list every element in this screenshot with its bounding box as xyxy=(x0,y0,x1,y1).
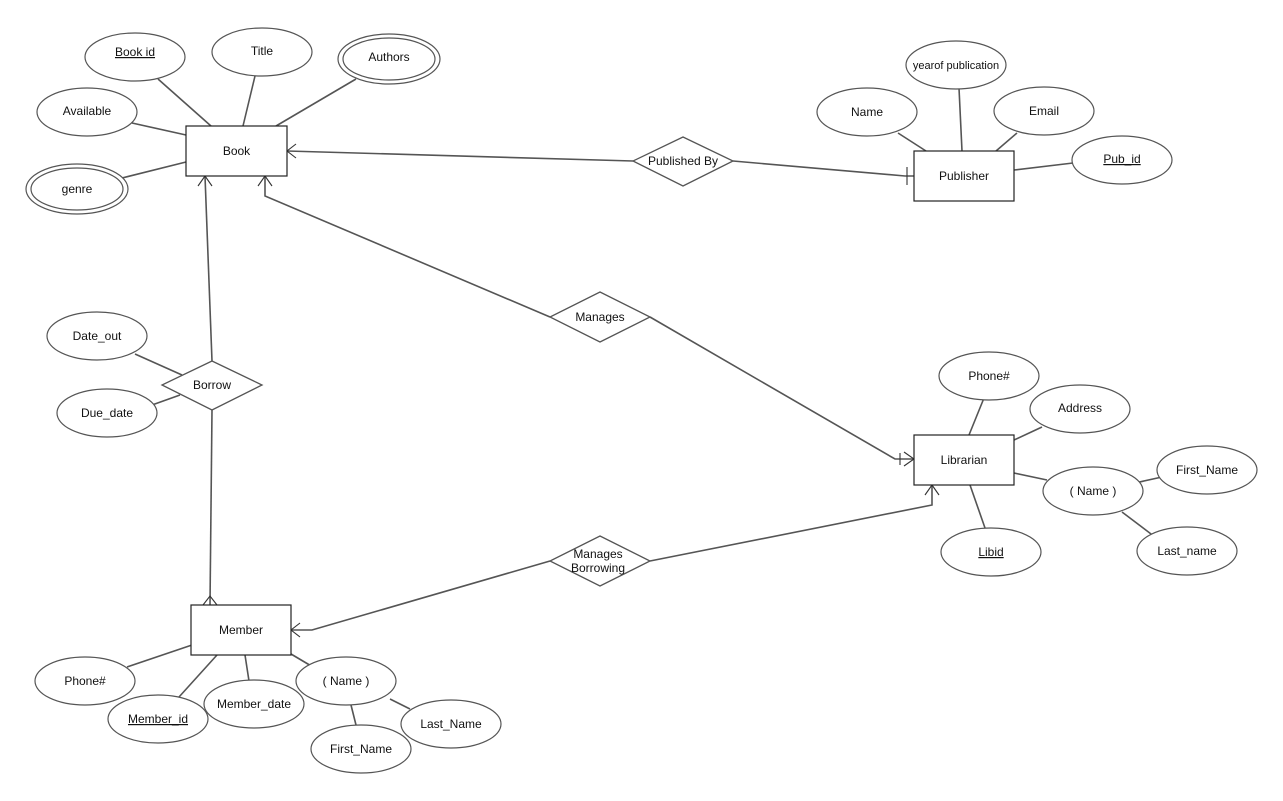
attribute-title[interactable]: Title xyxy=(211,27,313,77)
relationship-manages-borrowing-label-1: Manages xyxy=(573,547,622,561)
attribute-member-first-name-label: First_Name xyxy=(330,742,392,756)
line-publisher-email xyxy=(995,132,1018,152)
attribute-librarian-name[interactable]: ( Name ) xyxy=(1042,466,1144,516)
attribute-genre-label: genre xyxy=(62,182,93,196)
attribute-due-date-label: Due_date xyxy=(81,406,133,420)
attribute-librarian-address-label: Address xyxy=(1058,401,1102,415)
line-managesborrowing-librarian xyxy=(649,485,933,562)
line-libname-last xyxy=(1121,511,1156,538)
line-book-borrow xyxy=(204,175,213,362)
line-member-phone xyxy=(126,644,193,668)
relationship-published-by[interactable]: Published By xyxy=(631,136,735,187)
attribute-year-of-publication-label: yearof publication xyxy=(913,60,999,72)
line-publisher-name xyxy=(897,132,927,152)
entity-member-label: Member xyxy=(219,623,263,637)
line-librarian-libid xyxy=(969,484,986,529)
relationship-manages-label: Manages xyxy=(575,310,624,324)
line-book-bookid xyxy=(157,78,212,127)
attribute-member-phone-label: Phone# xyxy=(64,674,106,688)
line-publishedby-publisher xyxy=(732,160,914,177)
attribute-publisher-name[interactable]: Name xyxy=(816,87,918,137)
attribute-available-label: Available xyxy=(63,104,112,118)
attribute-pub-id-label: Pub_id xyxy=(1103,152,1140,166)
relationship-manages[interactable]: Manages xyxy=(548,291,652,343)
entity-librarian[interactable]: Librarian xyxy=(913,434,1015,486)
attribute-member-last-name[interactable]: Last_Name xyxy=(400,699,502,749)
attribute-publisher-name-label: Name xyxy=(851,105,883,119)
line-librarian-address xyxy=(1013,426,1043,441)
line-book-available xyxy=(131,122,187,136)
line-borrow-dateout xyxy=(134,353,183,376)
attribute-book-id[interactable]: Book id xyxy=(84,32,186,82)
line-memname-last xyxy=(389,698,411,710)
line-publisher-pubid xyxy=(1013,162,1074,171)
line-borrow-member xyxy=(209,409,213,606)
line-memname-first xyxy=(350,704,357,726)
line-librarian-phone xyxy=(968,397,985,436)
attribute-authors-label: Authors xyxy=(368,50,409,64)
relationship-manages-borrowing-label-2: Borrowing xyxy=(571,561,625,575)
attribute-authors[interactable]: Authors xyxy=(337,33,441,85)
attribute-librarian-first-name[interactable]: First_Name xyxy=(1156,445,1258,495)
attribute-librarian-name-label: ( Name ) xyxy=(1070,484,1117,498)
entity-librarian-label: Librarian xyxy=(941,453,988,467)
attribute-available[interactable]: Available xyxy=(36,87,138,137)
attribute-librarian-phone-label: Phone# xyxy=(968,369,1010,383)
attribute-librarian-phone[interactable]: Phone# xyxy=(938,351,1040,401)
relationship-borrow-label: Borrow xyxy=(193,378,231,392)
attribute-libid-label: Libid xyxy=(978,545,1003,559)
attribute-year-of-publication[interactable]: yearof publication xyxy=(905,40,1007,90)
attribute-genre[interactable]: genre xyxy=(25,163,129,215)
line-publisher-year xyxy=(958,87,963,152)
attribute-member-name-label: ( Name ) xyxy=(323,674,370,688)
attribute-member-id[interactable]: Member_id xyxy=(107,694,209,744)
attribute-date-out[interactable]: Date_out xyxy=(46,311,148,361)
line-borrow-duedate xyxy=(151,394,181,406)
attribute-title-label: Title xyxy=(251,44,274,58)
line-book-genre xyxy=(121,161,187,179)
attribute-librarian-first-name-label: First_Name xyxy=(1176,463,1238,477)
attribute-due-date[interactable]: Due_date xyxy=(56,388,158,438)
line-member-managesborrowing xyxy=(291,560,551,631)
attribute-member-date-label: Member_date xyxy=(217,697,291,711)
entity-book[interactable]: Book xyxy=(185,125,288,177)
line-librarian-name xyxy=(1013,472,1048,481)
attribute-member-last-name-label: Last_Name xyxy=(420,717,482,731)
line-book-manages xyxy=(264,176,551,318)
entity-member[interactable]: Member xyxy=(190,604,292,656)
line-book-title xyxy=(242,75,256,127)
attribute-publisher-email-label: Email xyxy=(1029,104,1059,118)
entity-publisher-label: Publisher xyxy=(939,169,989,183)
attribute-librarian-last-name[interactable]: Last_name xyxy=(1136,526,1238,576)
attribute-member-id-label: Member_id xyxy=(128,712,188,726)
attribute-date-out-label: Date_out xyxy=(73,329,122,343)
attribute-member-date[interactable]: Member_date xyxy=(203,679,305,729)
relationship-manages-borrowing[interactable]: Manages Borrowing xyxy=(548,535,652,587)
line-member-date xyxy=(244,654,250,682)
attribute-member-name[interactable]: ( Name ) xyxy=(295,656,397,706)
attribute-libid[interactable]: Libid xyxy=(940,527,1042,577)
attribute-publisher-email[interactable]: Email xyxy=(993,86,1095,136)
line-book-authors xyxy=(275,78,357,127)
attribute-member-phone[interactable]: Phone# xyxy=(34,656,136,706)
connectors xyxy=(121,75,1163,726)
attribute-book-id-label: Book id xyxy=(115,45,155,59)
line-book-publishedby xyxy=(286,150,634,162)
entity-book-label: Book xyxy=(223,144,251,158)
entity-publisher[interactable]: Publisher xyxy=(913,150,1015,202)
line-member-id xyxy=(178,654,218,698)
line-manages-librarian xyxy=(649,316,914,460)
attribute-pub-id[interactable]: Pub_id xyxy=(1071,135,1173,185)
attribute-member-first-name[interactable]: First_Name xyxy=(310,724,412,774)
attribute-librarian-last-name-label: Last_name xyxy=(1157,544,1217,558)
crows-foot-member-borrow xyxy=(202,595,218,606)
relationship-borrow[interactable]: Borrow xyxy=(160,360,264,411)
relationship-published-by-label: Published By xyxy=(648,154,718,168)
attribute-librarian-address[interactable]: Address xyxy=(1029,384,1131,434)
